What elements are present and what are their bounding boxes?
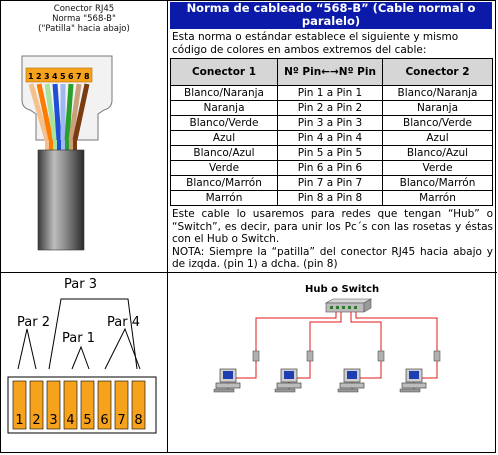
wall-socket-icon [377, 350, 385, 362]
table-cell: Blanco/Verde [382, 115, 493, 131]
header-connector-1: Conector 1 [170, 58, 278, 86]
plug-pin-number: 2 [36, 72, 42, 81]
header-pin-mapping: Nº Pin←→Nº Pin [277, 58, 383, 86]
rj45-plug-illustration: 1 2 3 4 5 6 7 8 [21, 55, 113, 251]
divider-vertical-top [167, 0, 168, 272]
computer-icon [274, 368, 302, 393]
table-cell: Blanco/Azul [170, 145, 278, 161]
table-cell: Pin 6 a Pin 6 [277, 160, 383, 176]
hub-label: Hub o Switch [305, 284, 380, 295]
wall-socket-icon [252, 350, 260, 362]
table-header-row: Conector 1 Nº Pin←→Nº Pin Conector 2 [170, 58, 493, 86]
plug-pin-number: 4 [52, 72, 58, 81]
hub-switch-icon [324, 298, 373, 313]
note-line-2: NOTA: Siempre la “patilla” del conector … [172, 245, 493, 271]
plug-pin-number: 5 [60, 72, 66, 81]
table-cell: Blanco/Marrón [382, 175, 493, 191]
table-cell: Marrón [170, 190, 278, 206]
contact-number: 2 [32, 413, 40, 428]
caption-line-1: Conector RJ45 [53, 4, 115, 14]
rj45-caption: Conector RJ45 Norma "568-B" ("Patilla" h… [4, 4, 164, 34]
table-cell: Azul [170, 130, 278, 146]
usage-note: Este cable lo usaremos para redes que te… [172, 208, 493, 271]
plug-pin-number: 6 [68, 72, 74, 81]
table-cell: Verde [170, 160, 278, 176]
table-cell: Pin 3 a Pin 3 [277, 115, 383, 131]
wall-socket-icon [433, 350, 441, 362]
contact-number: 6 [100, 413, 108, 428]
table-cell: Blanco/Naranja [170, 85, 278, 101]
header-connector-2: Conector 2 [382, 58, 493, 86]
label-par-3: Par 3 [64, 277, 97, 292]
table-cell: Verde [382, 160, 493, 176]
table-cell: Pin 5 a Pin 5 [277, 145, 383, 161]
network-diagram [213, 298, 441, 393]
contact-number: 3 [49, 413, 57, 428]
table-cell: Pin 2 a Pin 2 [277, 100, 383, 116]
pinout-table: Conector 1 Nº Pin←→Nº Pin Conector 2 Bla… [170, 58, 493, 206]
table-cell: Naranja [170, 100, 278, 116]
table-cell: Blanco/Naranja [382, 85, 493, 101]
table-cell: Pin 7 a Pin 7 [277, 175, 383, 191]
table-cell: Naranja [382, 100, 493, 116]
divider-horizontal [0, 272, 497, 273]
label-par-1: Par 1 [62, 331, 95, 346]
caption-line-2: Norma "568-B" [52, 14, 116, 24]
table-cell: Marrón [382, 190, 493, 206]
contact-number: 4 [66, 413, 74, 428]
table-cell: Azul [382, 130, 493, 146]
intro-text: Esta norma o estándar establece el sigui… [172, 31, 459, 56]
table-cell: Blanco/Verde [170, 115, 278, 131]
contact-number: 5 [83, 413, 91, 428]
computer-icon [213, 368, 241, 393]
label-par-2: Par 2 [17, 315, 50, 330]
table-cell: Pin 4 a Pin 4 [277, 130, 383, 146]
contact-number: 7 [117, 413, 125, 428]
pair-diagram: Par 3 Par 2 Par 4 Par 1 1 2 3 4 5 6 7 8 [7, 277, 157, 434]
note-line-1: Este cable lo usaremos para redes que te… [172, 208, 493, 245]
plug-pin-number: 7 [76, 72, 82, 81]
label-par-4: Par 4 [107, 315, 140, 330]
wall-socket-icon [306, 350, 314, 362]
caption-line-3: ("Patilla" hacia abajo) [38, 24, 130, 34]
plug-pin-number: 8 [84, 72, 90, 81]
contact-number: 8 [134, 413, 142, 428]
table-cell: Blanco/Azul [382, 145, 493, 161]
contact-number: 1 [15, 413, 23, 428]
computer-icon [337, 368, 365, 393]
table-cell: Pin 8 a Pin 8 [277, 190, 383, 206]
computer-icon [399, 368, 427, 393]
plug-pin-number: 1 [28, 72, 34, 81]
plug-pin-number: 3 [44, 72, 50, 81]
divider-vertical-bottom [167, 272, 168, 453]
table-cell: Pin 1 a Pin 1 [277, 85, 383, 101]
table-cell: Blanco/Marrón [170, 175, 278, 191]
standard-title: Norma de cableado “568-B” (Cable normal … [170, 2, 492, 29]
